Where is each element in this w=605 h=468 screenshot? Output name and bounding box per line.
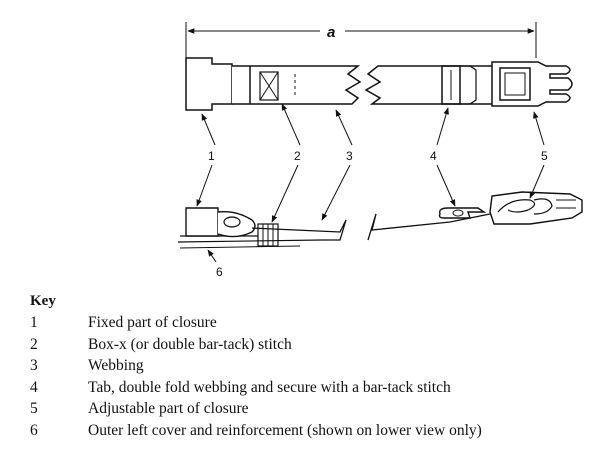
key-item-text: Webbing xyxy=(88,357,144,374)
callout-6: 6 xyxy=(216,265,223,279)
key-item: 4 Tab, double fold webbing and secure wi… xyxy=(30,377,600,399)
key-item: 6 Outer left cover and reinforcement (sh… xyxy=(30,420,600,442)
callout-2: 2 xyxy=(294,149,301,163)
key-item: 3 Webbing xyxy=(30,355,600,377)
fixed-closure-side xyxy=(185,207,219,237)
callout-labels: 1 2 3 4 5 6 xyxy=(208,149,548,279)
callout-3: 3 xyxy=(346,149,353,163)
key-item: 5 Adjustable part of closure xyxy=(30,398,600,420)
webbing-top-right xyxy=(364,65,499,105)
fixed-closure-top xyxy=(185,57,233,111)
key-legend: Key 1 Fixed part of closure 2 Box-x (or … xyxy=(30,292,600,441)
box-x-stitch-top xyxy=(259,71,296,101)
key-title: Key xyxy=(30,293,56,309)
lower-view xyxy=(177,191,583,249)
key-item-number: 3 xyxy=(30,357,38,374)
key-item-text: Box-x (or double bar-tack) stitch xyxy=(88,335,292,353)
webbing-top-left xyxy=(232,65,362,105)
dimension-label: a xyxy=(327,24,335,41)
leader-lines xyxy=(196,103,545,263)
key-item-number: 2 xyxy=(30,335,38,353)
callout-4: 4 xyxy=(430,149,437,163)
key-item: 2 Box-x (or double bar-tack) stitch xyxy=(30,334,600,356)
tab-side xyxy=(438,207,487,219)
key-item-number: 4 xyxy=(30,378,38,396)
key-item-text: Adjustable part of closure xyxy=(88,400,249,417)
key-item-text: Outer left cover and reinforcement (show… xyxy=(88,421,482,439)
key-item-text: Tab, double fold webbing and secure with… xyxy=(88,378,451,396)
key-item-text: Fixed part of closure xyxy=(88,314,217,331)
tab-top xyxy=(441,65,461,105)
strap-diagram: a xyxy=(177,22,583,279)
dimension-a: a xyxy=(185,22,537,58)
key-item-number: 6 xyxy=(30,421,38,439)
key-item-number: 5 xyxy=(30,400,38,417)
key-item: 1 Fixed part of closure xyxy=(30,312,600,334)
top-view xyxy=(185,57,573,111)
key-item-number: 1 xyxy=(30,314,38,331)
callout-1: 1 xyxy=(208,149,215,163)
callout-5: 5 xyxy=(541,149,548,163)
